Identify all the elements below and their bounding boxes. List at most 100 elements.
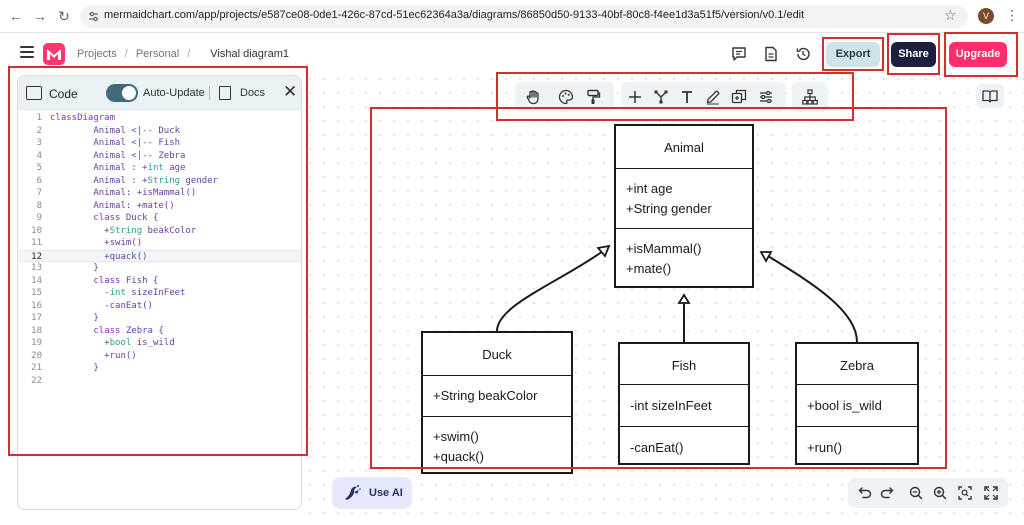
upgrade-button[interactable]: Upgrade [949,42,1007,67]
code-line[interactable]: 20 +run() [18,350,301,363]
add-shape-icon[interactable] [731,89,747,105]
fit-view-icon[interactable] [958,486,972,500]
bookmark-star-icon[interactable]: ☆ [944,7,957,23]
code-line[interactable]: 9 class Duck { [18,212,301,225]
code-line[interactable]: 16 -canEat() [18,300,301,313]
undo-icon[interactable] [858,486,872,500]
use-ai-button[interactable]: Use AI [332,477,412,509]
forward-icon[interactable]: → [33,8,47,24]
code-line[interactable]: 14 class Fish { [18,275,301,288]
docs-link[interactable]: Docs [240,87,266,99]
fullscreen-icon[interactable] [984,486,998,500]
class-method: +run() [807,440,843,455]
export-button[interactable]: Export [826,42,880,67]
url-host: mermaidchart.com [104,9,196,21]
class-box-fish[interactable]: Fish -int sizeInFeet -canEat() [618,342,750,465]
line-text: +String beakColor [50,225,197,236]
code-line[interactable]: 19 +bool is_wild [18,337,301,350]
text-tool-icon[interactable] [679,89,695,105]
url-path: /app/projects/e587ce08-0de1-426c-87cd-51… [195,9,805,21]
diagram-title[interactable]: Vishal diagram1 [210,48,289,60]
comment-icon[interactable] [731,46,747,62]
add-node-icon[interactable] [627,89,643,105]
format-brush-icon[interactable] [585,89,601,105]
line-text: Animal <|-- Zebra [50,150,186,161]
line-number: 8 [36,200,42,211]
code-line[interactable]: 21 } [18,362,301,375]
hierarchy-layout-icon[interactable] [802,89,818,105]
code-line[interactable]: 10 +String beakColor [18,225,301,238]
settings-sliders-icon[interactable] [758,89,774,105]
redo-icon[interactable] [880,486,894,500]
line-number: 20 [31,350,42,361]
code-line[interactable]: 5 Animal : +int age [18,162,301,175]
edit-pencil-icon[interactable] [705,89,721,105]
hand-pan-icon[interactable] [525,89,541,105]
class-name: Duck [482,347,512,362]
code-line[interactable]: 22 [18,375,301,388]
class-box-duck[interactable]: Duck +String beakColor +swim() +quack() [421,331,573,474]
share-button[interactable]: Share [891,42,936,67]
url-text: mermaidchart.com/app/projects/e587ce08-0… [104,9,804,21]
line-number: 6 [36,175,42,186]
code-line[interactable]: 2 Animal <|-- Duck [18,125,301,138]
zoom-out-icon[interactable] [909,486,923,500]
site-settings-icon[interactable] [88,11,99,22]
code-line[interactable]: 15 -int sizeInFeet [18,287,301,300]
line-number: 17 [31,313,42,323]
code-line[interactable]: 3 Animal <|-- Fish [18,137,301,150]
close-icon[interactable]: ✕ [283,82,298,101]
book-docs-icon[interactable] [976,84,1004,108]
code-line[interactable]: 18 class Zebra { [18,325,301,338]
highlight-export [822,37,884,71]
mermaid-logo[interactable] [43,43,65,65]
auto-update-toggle[interactable] [106,84,138,102]
code-line[interactable]: 4 Animal <|-- Zebra [18,150,301,163]
menu-icon[interactable] [20,46,34,58]
line-number: 11 [31,238,42,248]
code-icon [26,86,42,100]
code-line[interactable]: 7 Animal: +isMammal() [18,187,301,200]
theme-palette-icon[interactable] [558,89,574,105]
line-text: +run() [50,350,137,361]
breadcrumb-personal[interactable]: Personal [135,48,180,60]
docs-icon[interactable] [219,86,231,100]
back-icon[interactable]: ← [9,8,23,24]
line-number: 18 [31,325,42,336]
code-line[interactable]: 11 +swim() [18,237,301,250]
reload-icon[interactable]: ↻ [58,8,70,24]
class-attribute: +bool is_wild [807,398,882,413]
line-number: 9 [36,213,42,223]
code-line[interactable]: 12 +quack() [18,249,301,262]
line-number: 10 [31,225,42,236]
line-text: +quack() [50,251,148,262]
connect-edge-icon[interactable] [653,89,669,105]
line-number: 2 [36,125,42,136]
highlight-toolbar [496,72,854,121]
profile-avatar[interactable]: V [978,8,994,24]
code-line[interactable]: 17 } [18,312,301,325]
class-box-zebra[interactable]: Zebra +bool is_wild +run() [795,342,919,465]
browser-menu-icon[interactable]: ⋮ [1005,7,1019,23]
breadcrumb-projects[interactable]: Projects [77,48,117,60]
class-method: +isMammal() [626,241,702,256]
line-number: 5 [36,163,42,173]
code-line[interactable]: 6 Animal : +String gender [18,175,301,188]
class-box-animal[interactable]: Animal +int age +String gender +isMammal… [614,124,754,288]
address-bar[interactable]: mermaidchart.com/app/projects/e587ce08-0… [80,5,968,28]
code-line[interactable]: 8 Animal: +mate() [18,200,301,213]
line-text: -int sizeInFeet [50,288,186,298]
line-text: class Duck { [93,213,159,223]
line-text: classDiagram [50,113,116,123]
class-name: Zebra [840,358,874,373]
line-text: } [50,263,99,273]
zoom-in-icon[interactable] [933,486,947,500]
class-attribute: -int sizeInFeet [630,398,712,413]
highlight-upgrade [944,32,1018,77]
document-icon[interactable] [763,46,779,62]
history-icon[interactable] [795,46,811,62]
line-number: 4 [36,150,42,161]
code-line[interactable]: 13 } [18,262,301,275]
ai-mermaid-icon [345,485,361,500]
